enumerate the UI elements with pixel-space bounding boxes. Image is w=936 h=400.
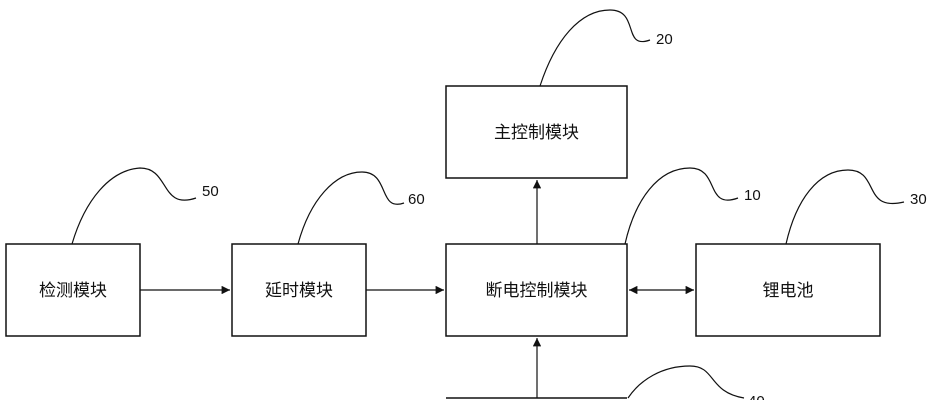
leader-line-50 — [71, 167, 197, 245]
ref-number-20: 20 — [656, 31, 673, 48]
lithium-battery-label: 锂电池 — [763, 281, 814, 301]
leader-line-60 — [297, 171, 405, 245]
leader-line-40 — [627, 365, 745, 399]
detection-module: 检测模块 — [5, 243, 141, 337]
delay-label: 延时模块 — [265, 281, 333, 301]
power-off-control-label: 断电控制模块 — [486, 281, 588, 301]
ref-number-10: 10 — [744, 187, 761, 204]
ref-number-30: 30 — [910, 191, 927, 208]
leader-line-30 — [785, 169, 905, 245]
ref-number-60: 60 — [408, 191, 425, 208]
power-off-control-module: 断电控制模块 — [445, 243, 628, 337]
leader-line-10 — [624, 167, 739, 245]
leader-line-20 — [539, 9, 651, 87]
ref-number-40: 40 — [748, 393, 765, 400]
main-control-module: 主控制模块 — [445, 85, 628, 179]
detection-label: 检测模块 — [39, 281, 107, 301]
main-control-label: 主控制模块 — [494, 123, 579, 143]
lithium-battery-module: 锂电池 — [695, 243, 881, 337]
delay-module: 延时模块 — [231, 243, 367, 337]
ref-number-50: 50 — [202, 183, 219, 200]
